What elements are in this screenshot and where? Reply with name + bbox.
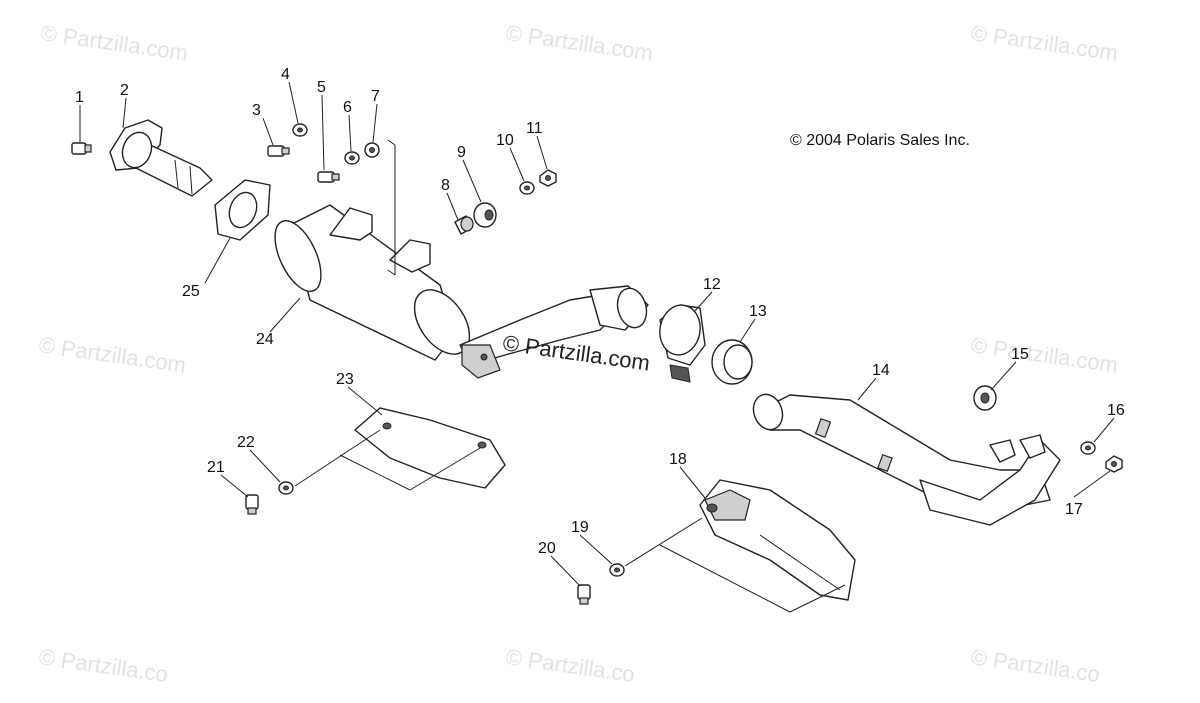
part-head-pipe <box>752 393 1061 526</box>
callout-16: 16 <box>1107 402 1125 419</box>
callout-12: 12 <box>703 276 721 293</box>
callout-5: 5 <box>317 79 326 96</box>
leader-lines <box>79 81 1115 587</box>
part-nut-17 <box>1105 455 1123 473</box>
center-watermark: © Partzilla.com <box>501 330 651 375</box>
callout-13: 13 <box>749 303 767 320</box>
callout-20: 20 <box>538 540 556 557</box>
callout-6: 6 <box>343 99 352 116</box>
callout-2: 2 <box>120 82 129 99</box>
part-gasket-15 <box>973 385 997 411</box>
callout-4: 4 <box>281 66 290 83</box>
callout-10: 10 <box>496 132 514 149</box>
callout-7: 7 <box>371 88 380 105</box>
callout-25: 25 <box>182 283 200 300</box>
callout-11: 11 <box>526 120 543 137</box>
part-muffler <box>274 139 471 361</box>
part-washer-22 <box>278 481 294 495</box>
part-washer-6 <box>344 151 360 165</box>
part-bolt-1 <box>71 142 92 155</box>
callout-numbers: 1 2 3 4 5 6 7 8 9 10 11 12 13 14 15 16 1… <box>75 66 1125 557</box>
part-heat-shield-18 <box>699 479 856 601</box>
part-washer-16 <box>1080 441 1096 455</box>
part-spark-arrestor <box>109 119 213 197</box>
part-bushing-8 <box>454 215 474 235</box>
callout-22: 22 <box>237 434 255 451</box>
watermark: © Partzilla.com <box>969 332 1119 377</box>
watermark: © Partzilla.co <box>37 644 169 687</box>
part-bolt-20 <box>577 584 591 605</box>
part-gasket <box>214 179 271 241</box>
part-washer-4 <box>292 123 308 137</box>
watermark: © Partzilla.com <box>37 332 187 377</box>
watermark: © Partzilla.co <box>504 644 636 687</box>
callout-19: 19 <box>571 519 589 536</box>
assembly-lines <box>294 429 846 613</box>
callout-3: 3 <box>252 102 261 119</box>
watermark: © Partzilla.co <box>969 644 1101 687</box>
callout-1: 1 <box>75 89 84 106</box>
copyright-text: © 2004 Polaris Sales Inc. <box>790 132 970 149</box>
callout-23: 23 <box>336 371 354 388</box>
callout-24: 24 <box>256 331 274 348</box>
watermark: © Partzilla.com <box>969 20 1119 65</box>
part-bolt-5 <box>317 171 340 183</box>
part-washer-7 <box>364 142 380 158</box>
watermark: © Partzilla.com <box>504 20 654 65</box>
callout-21: 21 <box>207 459 225 476</box>
part-nut-11 <box>539 169 557 187</box>
part-bolt-21 <box>245 494 259 515</box>
callout-14: 14 <box>872 362 890 379</box>
callout-8: 8 <box>441 177 450 194</box>
part-washer-19 <box>609 563 625 577</box>
part-heat-shield-23 <box>354 407 506 489</box>
callout-17: 17 <box>1065 501 1083 518</box>
callout-15: 15 <box>1011 346 1029 363</box>
part-washer-10 <box>519 181 535 195</box>
part-outlet-pipe <box>459 285 649 379</box>
part-bolt-3 <box>267 145 290 157</box>
watermark: © Partzilla.com <box>39 20 189 65</box>
part-grommet-9 <box>473 202 497 228</box>
part-seal <box>711 339 753 385</box>
callout-18: 18 <box>669 451 687 468</box>
callout-9: 9 <box>457 144 466 161</box>
part-clamp <box>659 304 706 383</box>
